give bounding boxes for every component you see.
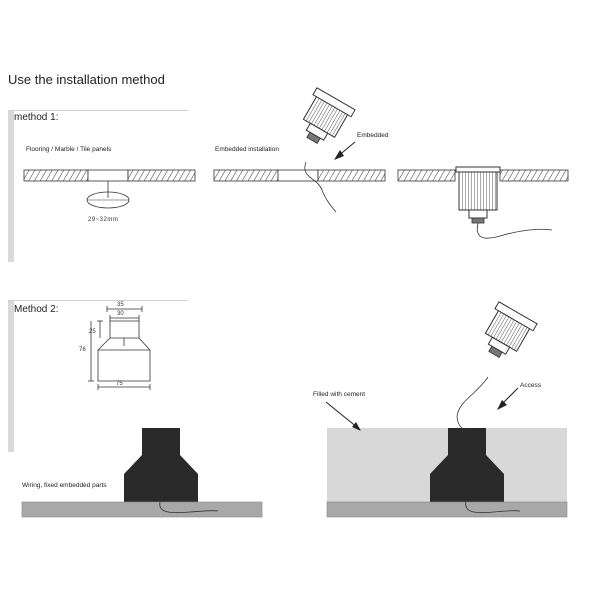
panel-installed (397, 169, 569, 182)
dim-neck-height: 25 (89, 329, 96, 335)
method1-label: method 1: (14, 112, 59, 123)
page-title: Use the installation method (8, 72, 165, 87)
embedded-part-outline (88, 306, 151, 390)
installed-lamp (455, 166, 501, 224)
ground-slab-left (21, 501, 263, 518)
method2-section-rule (8, 300, 188, 301)
dim-total-height: 76 (79, 347, 86, 353)
ground-slab-right (326, 501, 568, 518)
dim-top-inner: 30 (117, 311, 124, 317)
caption-panels: Flooring / Marble / Tile panels (26, 146, 112, 153)
embedded-part-left (124, 428, 198, 502)
tilted-lamp-method1 (302, 87, 356, 144)
caption-wiring: Wiring, fixed embedded parts (22, 482, 107, 489)
caption-embedded-installation: Embedded installation (215, 146, 279, 153)
caption-access: Access (520, 382, 541, 389)
method1-section-rule (8, 110, 188, 111)
hole-size-label: 29~32mm (88, 217, 119, 223)
embedded-part-right (430, 428, 504, 502)
dim-base-width: 75 (116, 381, 123, 387)
panel-embedded-installation (213, 169, 386, 182)
method2-label: Method 2: (14, 304, 59, 315)
method1-section-bar (8, 110, 14, 262)
panel-with-hole (23, 169, 196, 198)
caption-filled: Filled with cement (313, 391, 366, 398)
caption-embedded: Embedded (357, 132, 389, 139)
method2-section-bar (8, 300, 14, 452)
tilted-lamp-method2 (484, 301, 538, 358)
dim-top-outer: 35 (117, 302, 124, 308)
